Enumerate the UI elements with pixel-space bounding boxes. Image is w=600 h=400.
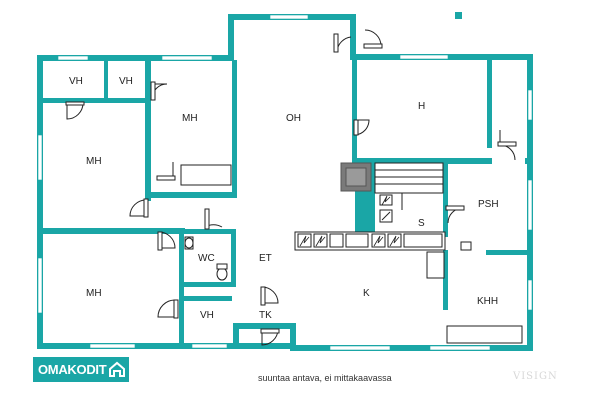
room-label-h: H xyxy=(418,101,425,112)
room-label-mh: MH xyxy=(182,113,198,124)
room-labels: VH VH MH OH H MH PSH S WC ET MH K KHH VH… xyxy=(69,76,499,321)
room-label-mh: MH xyxy=(86,288,102,299)
room-label-psh: PSH xyxy=(478,199,499,210)
appliance-marks xyxy=(299,195,400,247)
house-icon xyxy=(109,361,125,377)
fixtures xyxy=(180,162,523,344)
brand-logo: OMAKODIT xyxy=(33,357,129,382)
brand-logo-text: OMAKODIT xyxy=(38,362,107,377)
room-label-tk: TK xyxy=(259,310,272,321)
room-label-s: S xyxy=(418,218,425,229)
doors xyxy=(65,29,517,346)
room-label-k: K xyxy=(363,288,370,299)
windows xyxy=(37,14,533,351)
room-label-khh: KHH xyxy=(477,296,498,307)
room-label-et: ET xyxy=(259,253,272,264)
room-label-oh: OH xyxy=(286,113,301,124)
caption: suuntaa antava, ei mittakaavassa xyxy=(258,373,392,383)
room-label-wc: WC xyxy=(198,253,215,264)
room-label-mh: MH xyxy=(86,156,102,167)
watermark: VISIGN xyxy=(513,371,558,382)
room-label-vh: VH xyxy=(119,76,133,87)
walls xyxy=(37,12,533,351)
room-label-vh: VH xyxy=(69,76,83,87)
room-label-vh: VH xyxy=(200,310,214,321)
